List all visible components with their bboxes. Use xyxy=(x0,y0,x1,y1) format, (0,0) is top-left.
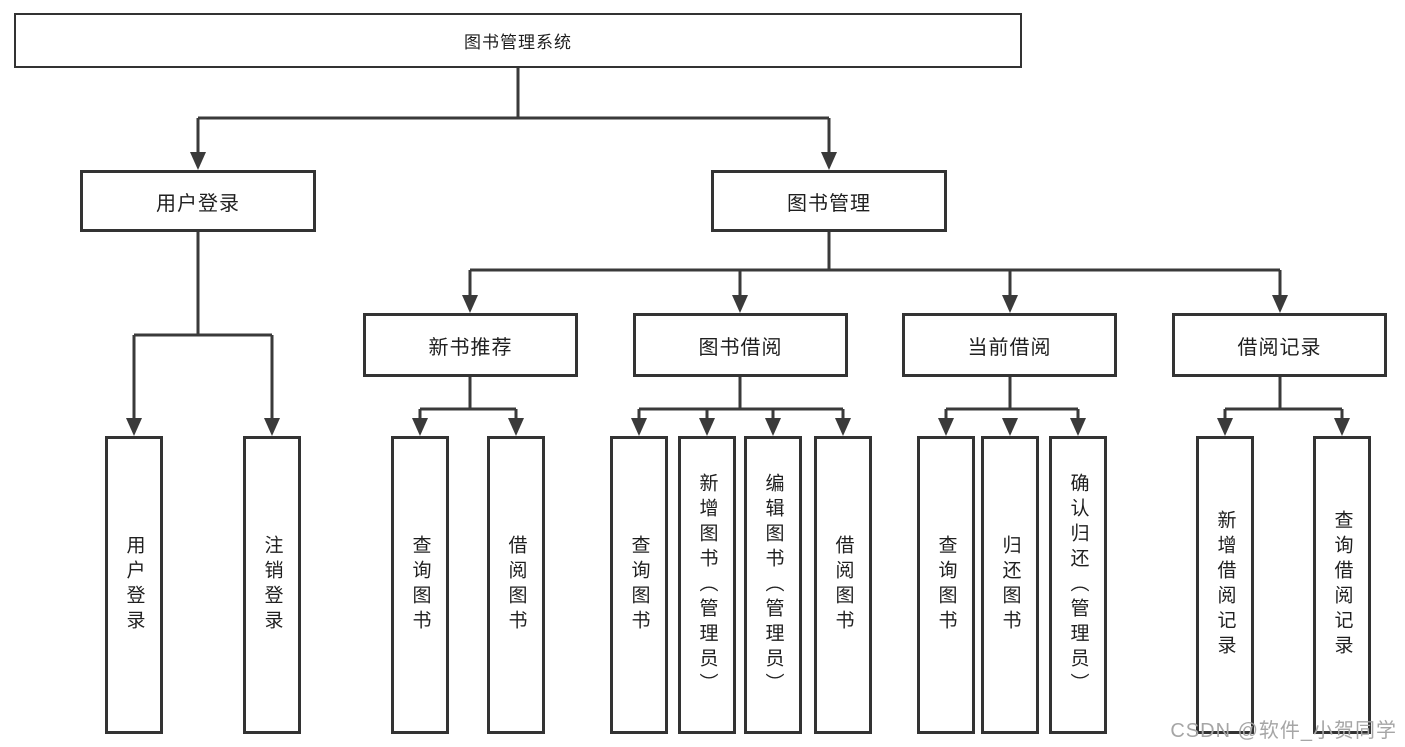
watermark: CSDN @软件_小贺同学 xyxy=(1170,720,1397,742)
node-root: 图书管理系统 xyxy=(14,13,1022,68)
leaf-query-books-current: 查询图书 xyxy=(917,436,975,734)
leaf-borrow-books: 借阅图书 xyxy=(814,436,872,734)
node-book-borrow: 图书借阅 xyxy=(633,313,848,377)
leaf-edit-books-admin: 编辑图书（管理员） xyxy=(744,436,802,734)
leaf-user-login: 用户登录 xyxy=(105,436,163,734)
leaf-query-books-recommend: 查询图书 xyxy=(391,436,449,734)
node-current-borrow: 当前借阅 xyxy=(902,313,1117,377)
leaf-return-books: 归还图书 xyxy=(981,436,1039,734)
leaf-logout: 注销登录 xyxy=(243,436,301,734)
node-user-login: 用户登录 xyxy=(80,170,316,232)
leaf-query-borrow-record: 查询借阅记录 xyxy=(1313,436,1371,734)
leaf-query-books-borrow: 查询图书 xyxy=(610,436,668,734)
node-new-book-recommend: 新书推荐 xyxy=(363,313,578,377)
leaf-confirm-return-admin: 确认归还（管理员） xyxy=(1049,436,1107,734)
node-book-management: 图书管理 xyxy=(711,170,947,232)
leaf-add-books-admin: 新增图书（管理员） xyxy=(678,436,736,734)
leaf-add-borrow-record: 新增借阅记录 xyxy=(1196,436,1254,734)
node-borrow-records: 借阅记录 xyxy=(1172,313,1387,377)
leaf-borrow-books-recommend: 借阅图书 xyxy=(487,436,545,734)
